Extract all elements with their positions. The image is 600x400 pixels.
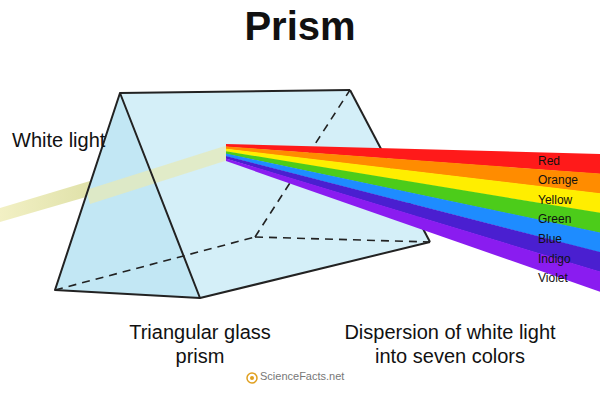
- label-holder: White light: [12, 128, 122, 152]
- refracted-beam: [86, 145, 228, 204]
- prism-label: Triangular glass prism: [125, 320, 275, 368]
- color-name: Blue: [538, 233, 562, 246]
- label-holder: Yellow: [538, 194, 572, 207]
- color-name: Orange: [538, 174, 578, 187]
- label-holder: Triangular glass prism: [125, 320, 275, 368]
- diagram-title: Prism: [0, 2, 600, 50]
- watermark: ScienceFacts.net: [260, 370, 380, 383]
- beam-label: White light: [12, 128, 122, 152]
- watermark-logo: [247, 373, 257, 383]
- spectrum-bands: [226, 144, 600, 292]
- dispersion-label: Dispersion of white light into seven col…: [340, 320, 560, 368]
- spectrum-band: [226, 158, 600, 291]
- spectrum-band: [226, 156, 600, 272]
- color-name: Green: [538, 213, 571, 226]
- color-name: Indigo: [538, 253, 571, 266]
- color-name: Violet: [538, 272, 568, 285]
- label-holder: Dispersion of white light into seven col…: [340, 320, 560, 368]
- color-name: Yellow: [538, 194, 572, 207]
- spectrum-band: [226, 154, 600, 253]
- label-holder: ScienceFacts.net: [260, 370, 380, 383]
- label-holder: Violet: [538, 272, 568, 285]
- title-holder: Prism: [0, 2, 600, 50]
- label-holder: Blue: [538, 233, 562, 246]
- color-name: Red: [538, 155, 560, 168]
- label-holder: Green: [538, 213, 571, 226]
- label-holder: Red: [538, 155, 560, 168]
- label-holder: Orange: [538, 174, 578, 187]
- label-holder: Indigo: [538, 253, 571, 266]
